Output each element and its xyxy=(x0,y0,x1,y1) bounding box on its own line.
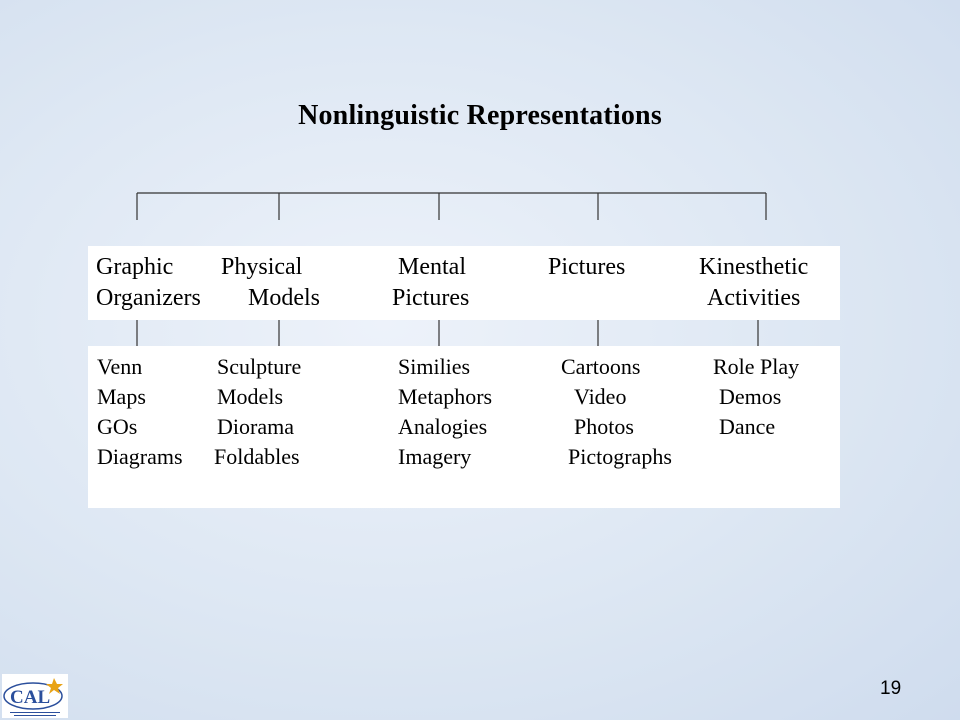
category-graphic-line2: Organizers xyxy=(96,285,201,311)
example-pictographs: Pictographs xyxy=(568,444,672,469)
category-kinesthetic-line2: Activities xyxy=(707,285,801,311)
example-demos: Demos xyxy=(719,384,782,409)
example-diorama: Diorama xyxy=(217,414,294,439)
example-role-play: Role Play xyxy=(713,354,800,379)
example-video: Video xyxy=(574,384,627,409)
example-diagrams: Diagrams xyxy=(97,444,183,469)
cal-logo-icon: CAL xyxy=(3,678,63,716)
example-metaphors: Metaphors xyxy=(398,384,493,409)
category-kinesthetic-line1: Kinesthetic xyxy=(699,254,809,280)
example-photos: Photos xyxy=(574,414,634,439)
categories-box: Graphic Organizers Physical Models Menta… xyxy=(88,246,840,320)
category-pictures-line1: Pictures xyxy=(548,254,626,280)
example-gos: GOs xyxy=(97,414,138,439)
example-analogies: Analogies xyxy=(398,414,488,439)
example-foldables: Foldables xyxy=(214,444,300,469)
cal-logo: CAL xyxy=(2,674,68,718)
example-maps: Maps xyxy=(97,384,146,409)
examples-box: Venn Maps GOs Diagrams Sculpture Models … xyxy=(88,346,840,508)
slide-page-number: 19 xyxy=(880,678,902,699)
example-models: Models xyxy=(217,384,283,409)
cal-logo-text: CAL xyxy=(10,687,50,708)
category-physical-line2: Models xyxy=(248,285,320,311)
category-mental-line1: Mental xyxy=(398,254,466,280)
category-mental-line2: Pictures xyxy=(392,285,470,311)
diagram-title: Nonlinguistic Representations xyxy=(298,100,662,131)
example-sculpture: Sculpture xyxy=(217,354,302,379)
example-cartoons: Cartoons xyxy=(561,354,641,379)
example-dance: Dance xyxy=(719,414,776,439)
example-venn: Venn xyxy=(97,354,143,379)
example-imagery: Imagery xyxy=(398,444,472,469)
category-graphic-line1: Graphic xyxy=(96,254,174,280)
category-physical-line1: Physical xyxy=(221,254,303,280)
example-similies: Similies xyxy=(398,354,471,379)
